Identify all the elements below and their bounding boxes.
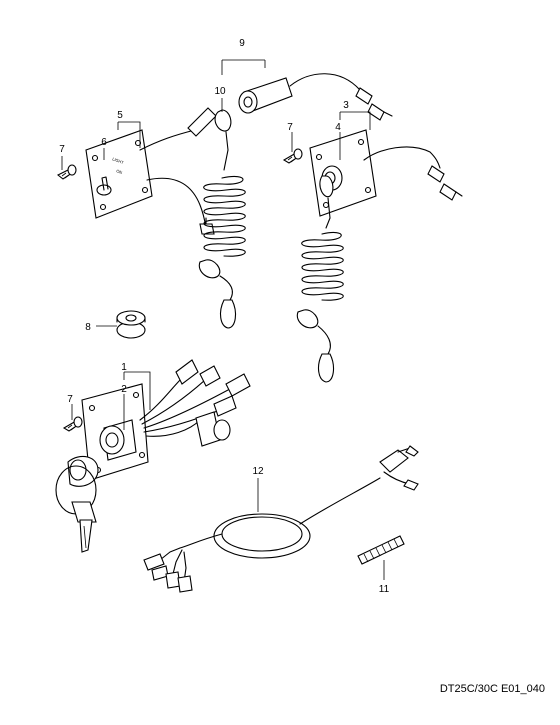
stop-switch-plate	[309, 129, 377, 217]
callout-1: 1	[121, 362, 127, 373]
callout-9: 9	[239, 38, 245, 49]
grommet-8	[116, 310, 146, 339]
callout-labels: 9 10 5 6 7 3 4 7 8 1 2 7 12 11	[59, 38, 389, 595]
callout-3: 3	[343, 100, 349, 111]
snap-hook-left	[219, 299, 237, 329]
stop-switch-assembly-4	[296, 129, 463, 383]
callout-5: 5	[117, 110, 123, 121]
light-wire-cap	[187, 107, 217, 137]
light-switch-assembly: LIGHT ON	[85, 107, 217, 235]
diagram-code: DT25C/30C E01_040	[440, 683, 545, 695]
bolt-11	[357, 535, 405, 565]
coil-cord-left	[203, 176, 246, 257]
screw-7-right	[282, 148, 303, 164]
callout-6: 6	[101, 137, 107, 148]
callout-4: 4	[335, 122, 341, 133]
callout-2: 2	[121, 384, 127, 395]
ignition-key-head	[67, 455, 99, 487]
screw-7-bottom	[62, 416, 83, 432]
callout-7-right: 7	[287, 122, 293, 133]
snap-hook-right	[317, 353, 335, 383]
callout-12: 12	[252, 466, 264, 477]
panel-light-text: LIGHT	[112, 156, 125, 165]
leader-lines	[61, 59, 385, 580]
screw-7-top	[56, 164, 77, 180]
callout-7-top: 7	[59, 144, 65, 155]
wiring-harness-12	[143, 445, 419, 593]
stop-switch-assembly-10	[198, 73, 393, 329]
callout-8: 8	[85, 322, 91, 333]
coil-cord-right	[301, 232, 344, 301]
callout-10: 10	[214, 86, 226, 97]
panel-on-text: ON	[116, 168, 123, 175]
callout-7-bottom: 7	[67, 394, 73, 405]
callout-11: 11	[379, 584, 390, 595]
light-switch-plate	[85, 129, 153, 219]
ignition-switch-assembly	[55, 359, 251, 553]
